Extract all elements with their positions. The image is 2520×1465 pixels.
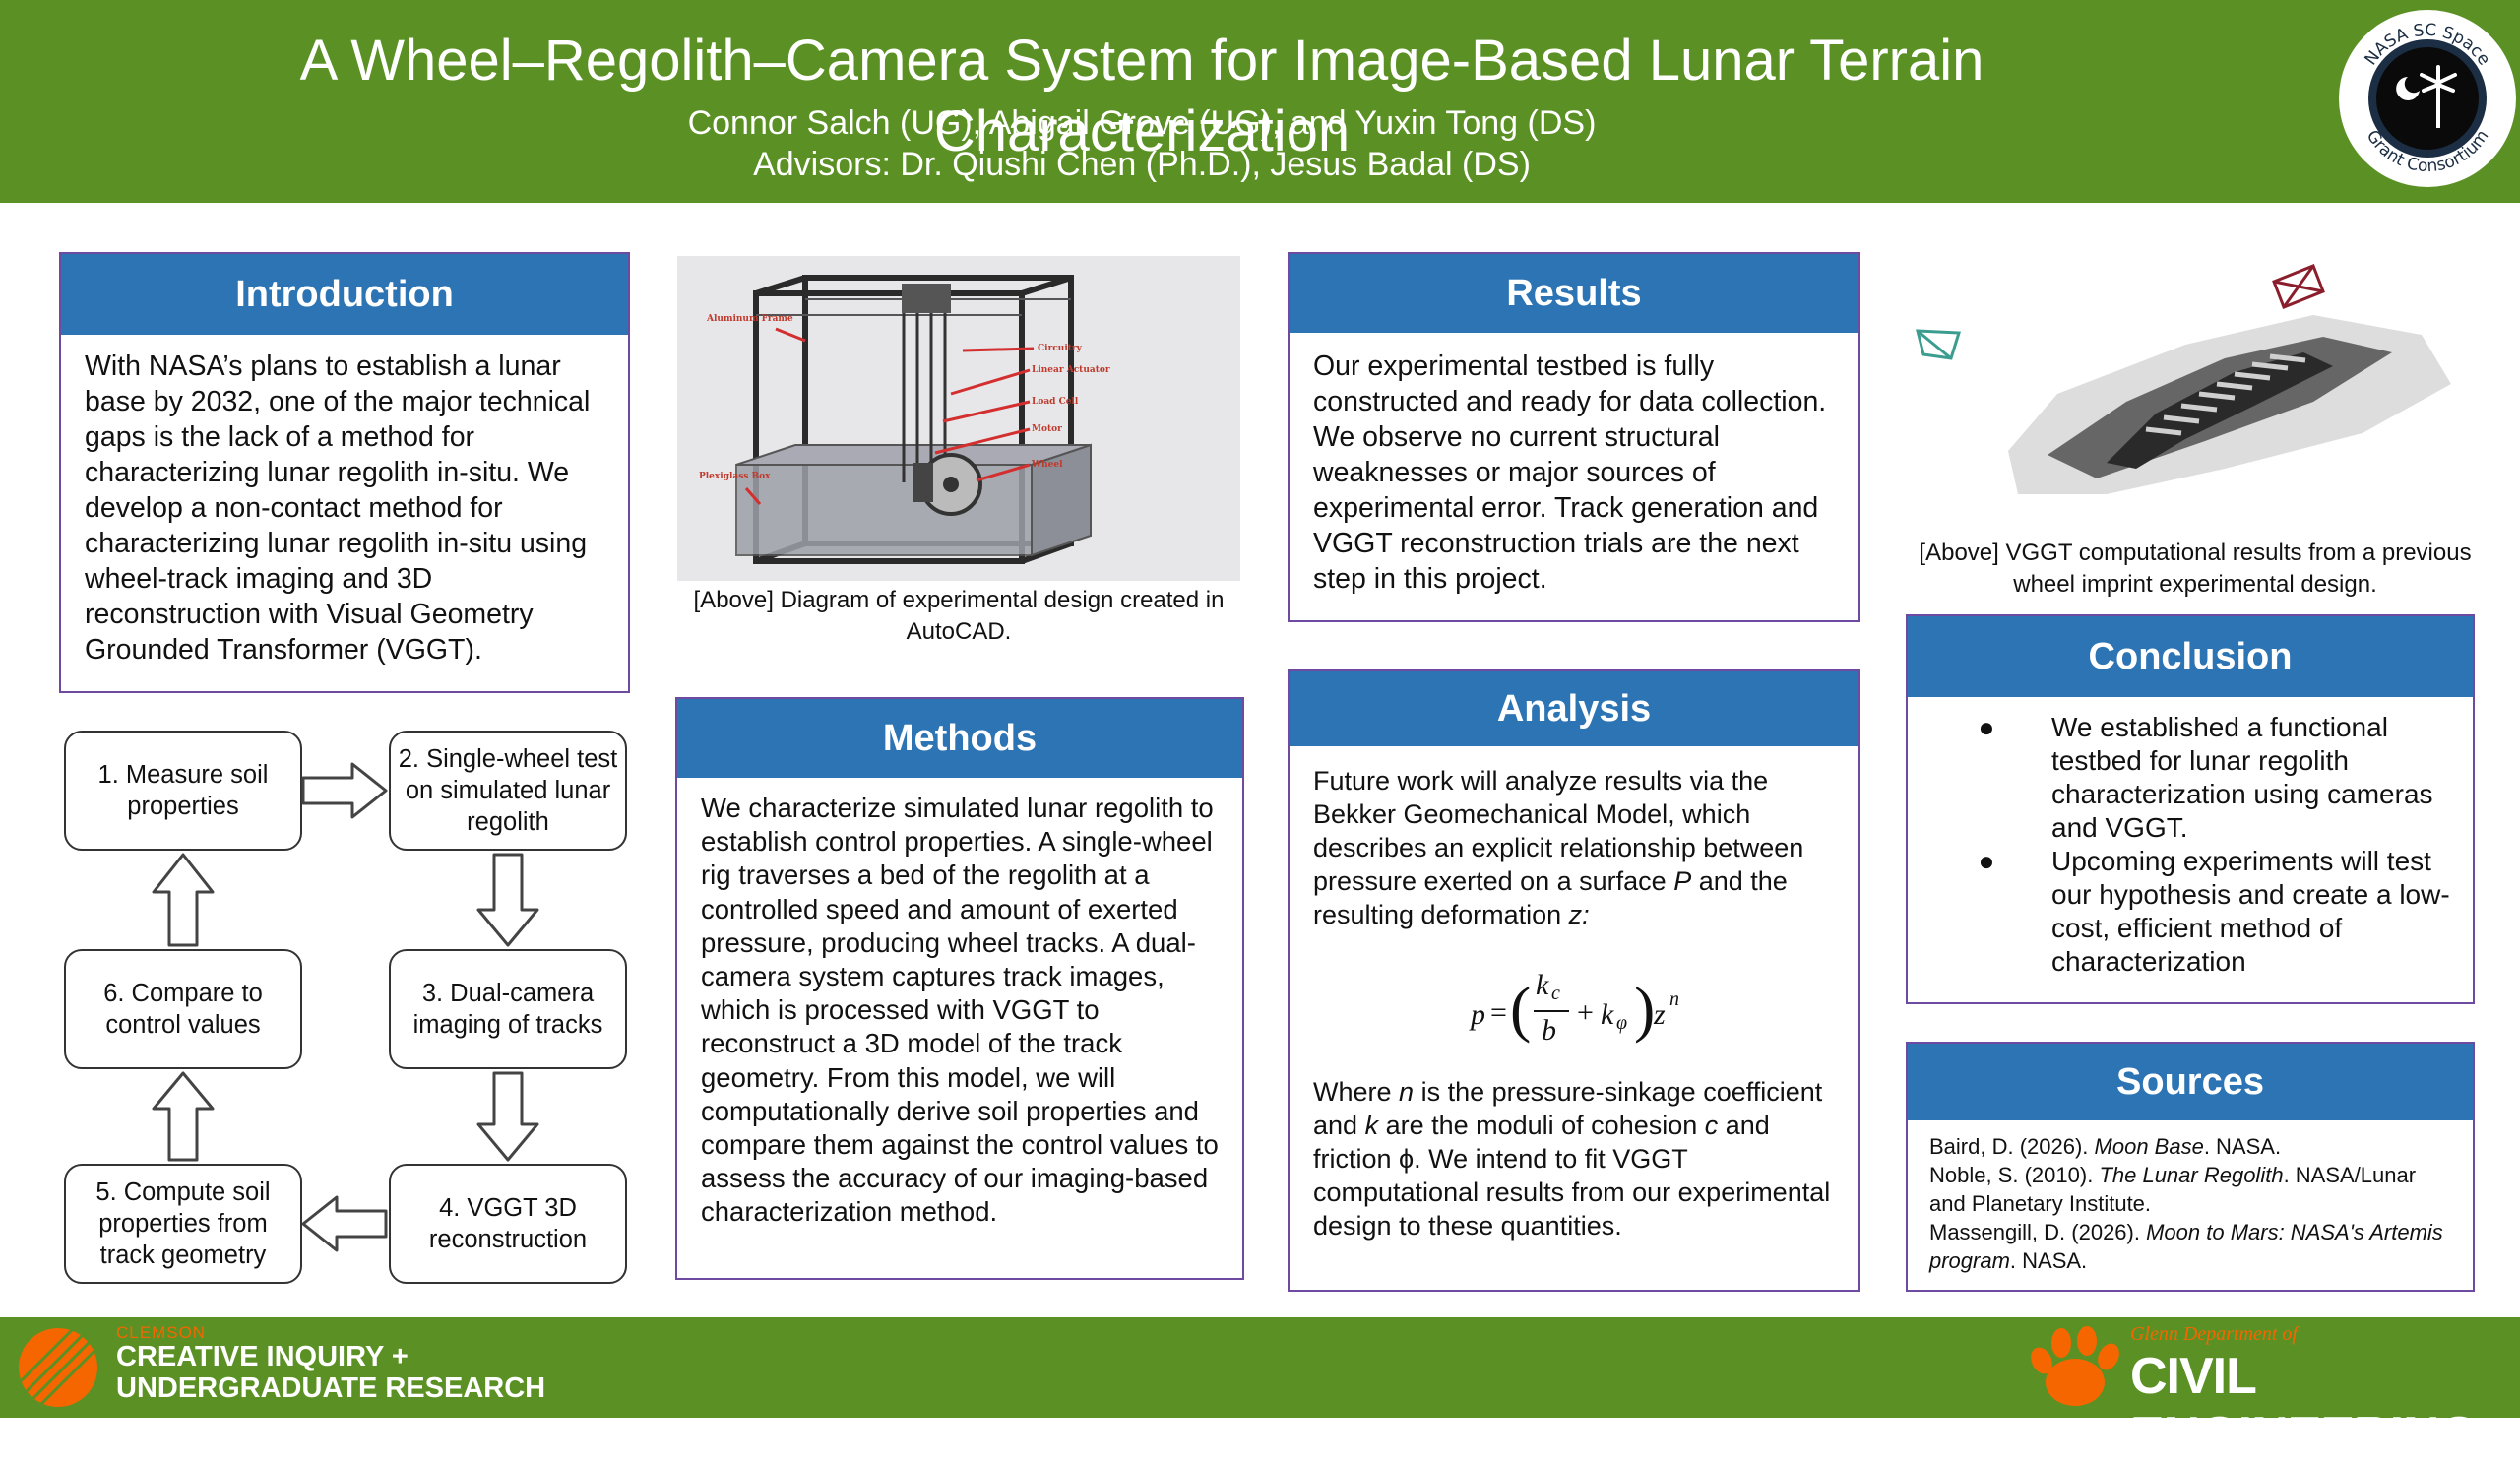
source-3-publisher: . NASA. xyxy=(2009,1248,2088,1273)
conclusion-item-2-text: Upcoming experiments will test our hypot… xyxy=(2051,846,2450,977)
eq-c-sub: c xyxy=(1551,983,1560,1004)
eq-phi-sub: φ xyxy=(1616,1012,1628,1034)
nasa-sc-space-grant-logo: NASA SC Space Grant Consortium xyxy=(2339,10,2516,187)
methods-box: Methods We characterize simulated lunar … xyxy=(675,697,1244,1280)
vggt-reconstruction-image xyxy=(1900,236,2490,532)
results-box: Results Our experimental testbed is full… xyxy=(1288,252,1860,622)
authors-line: Connor Salch (UG), Abigail Grove (UG), a… xyxy=(687,104,1597,142)
methods-text: We characterize simulated lunar regolith… xyxy=(701,793,1219,1228)
vggt-caption: [Above] VGGT computational results from … xyxy=(1919,540,2472,598)
arrow-3-to-4 xyxy=(476,1071,539,1162)
autocad-diagram: Aluminum Frame Plexiglass Box Circuitry … xyxy=(677,256,1240,581)
conclusion-list: ● We established a functional testbed for… xyxy=(1977,711,2453,979)
bullet-dot: ● xyxy=(1978,846,1995,876)
source-2: Noble, S. (2010). The Lunar Regolith. NA… xyxy=(1929,1161,2453,1218)
clemson-ci-logo-icon xyxy=(18,1327,98,1408)
source-3: Massengill, D. (2026). Moon to Mars: NAS… xyxy=(1929,1218,2453,1275)
eq-b: b xyxy=(1542,1014,1556,1047)
var-c: c xyxy=(1704,1111,1719,1140)
eq-rparen: ) xyxy=(1634,974,1656,1044)
poster-title: A Wheel–Regolith–Camera System for Image… xyxy=(299,29,1984,163)
civil-engineering-text: CIVIL ENGINEERING xyxy=(2130,1348,2479,1464)
source-3-title: Moon to Mars: NASA's Artemis program xyxy=(1929,1220,2443,1273)
var-k: k xyxy=(1364,1111,1379,1140)
sources-box: Sources Baird, D. (2026). Moon Base. NAS… xyxy=(1906,1042,2475,1292)
eq-plus: + xyxy=(1577,996,1594,1029)
analysis-w1: Where xyxy=(1313,1077,1400,1107)
label-aluminum: Aluminum Frame xyxy=(706,314,793,324)
analysis-text-a: Future work will analyze results via the… xyxy=(1313,766,1804,896)
flow-step-6: 6. Compare to control values xyxy=(64,949,302,1069)
flow-step-5: 5. Compute soil properties from track ge… xyxy=(64,1164,302,1284)
var-p: P xyxy=(1673,866,1692,896)
analysis-box: Analysis Future work will analyze result… xyxy=(1288,669,1860,1292)
source-1-title: Moon Base xyxy=(2094,1134,2204,1159)
arrow-4-to-5 xyxy=(301,1195,388,1252)
source-1-publisher: . NASA. xyxy=(2203,1134,2282,1159)
label-circuitry: Circuitry xyxy=(1038,344,1083,353)
results-text: Our experimental testbed is fully constr… xyxy=(1313,350,1827,595)
glenn-department-text: Glenn Department of xyxy=(2130,1323,2298,1345)
analysis-w4: and friction ϕ. We intend to fit VGGT co… xyxy=(1313,1111,1831,1241)
flow-step-3: 3. Dual-camera imaging of tracks xyxy=(389,949,627,1069)
source-2-title: The Lunar Regolith xyxy=(2099,1163,2284,1187)
arrow-1-to-2 xyxy=(301,762,388,819)
conclusion-item-2: ● Upcoming experiments will test our hypo… xyxy=(1977,845,2453,979)
analysis-text-bottom: Where n is the pressure-sinkage coeffici… xyxy=(1313,1075,1839,1242)
conclusion-box: Conclusion ● We established a functional … xyxy=(1906,614,2475,1004)
label-loadcell: Load Cell xyxy=(1032,397,1079,407)
label-actuator: Linear Actuator xyxy=(1032,365,1110,375)
sources-heading: Sources xyxy=(1908,1044,2473,1120)
label-motor: Motor xyxy=(1032,424,1062,434)
conclusion-item-1: ● We established a functional testbed for… xyxy=(1977,711,2453,845)
arrow-6-to-1 xyxy=(152,853,215,947)
tiger-paw-icon xyxy=(2031,1326,2119,1406)
eq-equals: = xyxy=(1490,996,1507,1029)
eq-kphi: k xyxy=(1601,998,1614,1031)
var-n: n xyxy=(1399,1077,1415,1107)
creative-inquiry-line2: UNDERGRADUATE RESEARCH xyxy=(116,1372,546,1404)
source-1-author: Baird, D. (2026). xyxy=(1929,1134,2095,1159)
analysis-heading: Analysis xyxy=(1290,671,1858,746)
var-z: z: xyxy=(1568,900,1590,929)
header-bar xyxy=(0,0,2520,203)
analysis-text-top: Future work will analyze results via the… xyxy=(1313,764,1839,931)
eq-fraction-bar xyxy=(1534,1010,1569,1012)
conclusion-heading: Conclusion xyxy=(1908,616,2473,697)
source-2-author: Noble, S. (2010). xyxy=(1929,1163,2100,1187)
label-wheel: Wheel xyxy=(1031,460,1063,470)
arrow-5-to-6 xyxy=(152,1071,215,1162)
methods-heading: Methods xyxy=(677,699,1242,778)
analysis-text-b: and the resulting deformation xyxy=(1313,866,1788,929)
source-3-author: Massengill, D. (2026). xyxy=(1929,1220,2147,1244)
eq-z: z xyxy=(1654,998,1666,1031)
introduction-heading: Introduction xyxy=(61,254,628,335)
flow-step-1: 1. Measure soil properties xyxy=(64,731,302,851)
eq-lparen: ( xyxy=(1510,974,1532,1044)
bullet-dot: ● xyxy=(1978,712,1995,742)
source-1: Baird, D. (2026). Moon Base. NASA. xyxy=(1929,1132,2453,1161)
eq-n-sup: n xyxy=(1670,988,1679,1010)
source-2-publisher: . NASA/Lunar and Planetary Institute. xyxy=(1929,1163,2417,1216)
flow-step-4: 4. VGGT 3D reconstruction xyxy=(389,1164,627,1284)
results-heading: Results xyxy=(1290,254,1858,333)
analysis-w3: are the moduli of cohesion xyxy=(1378,1111,1705,1140)
label-plexiglass: Plexiglass Box xyxy=(699,472,771,481)
arrow-2-to-3 xyxy=(476,853,539,947)
eq-kc: k xyxy=(1536,969,1549,1001)
creative-inquiry-line1: CREATIVE INQUIRY + xyxy=(116,1341,409,1372)
introduction-box: Introduction With NASA’s plans to establ… xyxy=(59,252,630,693)
eq-p: p xyxy=(1471,998,1485,1031)
footer-bar xyxy=(0,1317,2520,1418)
diagram-caption: [Above] Diagram of experimental design c… xyxy=(693,587,1225,645)
analysis-w2: is the pressure-sinkage coefficient and xyxy=(1313,1077,1823,1140)
introduction-text: With NASA’s plans to establish a lunar b… xyxy=(85,350,591,666)
clemson-wordmark: CLEMSON xyxy=(116,1323,207,1342)
advisors-line: Advisors: Dr. Qiushi Chen (Ph.D.), Jesus… xyxy=(753,146,1531,183)
flow-step-2: 2. Single-wheel test on simulated lunar … xyxy=(389,731,627,851)
conclusion-item-1-text: We established a functional testbed for … xyxy=(2051,712,2433,843)
